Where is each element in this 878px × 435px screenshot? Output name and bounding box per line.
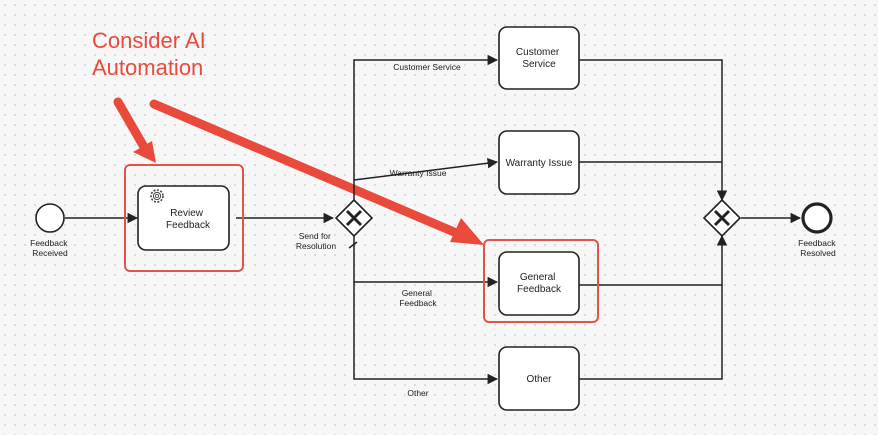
red-arrow-to-review — [113, 97, 156, 163]
flow-split-to-warranty-issue[interactable] — [353, 157, 499, 181]
annotation-line-1: Consider AI — [92, 28, 206, 53]
highlight-review-task — [124, 164, 244, 272]
task-warranty-issue[interactable]: Warranty Issue — [498, 130, 580, 195]
x-icon — [345, 209, 363, 227]
default-flow-marker — [348, 241, 358, 249]
task-customer-service[interactable]: Customer Service — [498, 26, 580, 90]
flow-customer-service-to-merge[interactable] — [579, 59, 728, 202]
task-warranty-issue-label: Warranty Issue — [506, 158, 573, 169]
flow-label-send-for-resolution: Send for Resolution — [296, 231, 336, 251]
task-general-feedback[interactable]: General Feedback — [498, 251, 580, 316]
end-event[interactable]: Feedback Resolved — [798, 202, 838, 258]
flow-labels: Send for Resolution Customer Service War… — [296, 62, 461, 398]
end-event-label: Feedback Resolved — [798, 238, 838, 258]
annotation-line-2: Automation — [92, 55, 204, 80]
x-icon — [713, 209, 731, 227]
red-arrow-to-general-feedback — [149, 99, 484, 245]
flow-split-to-other[interactable] — [353, 282, 499, 385]
task-general-feedback-label: General Feedback — [517, 272, 562, 295]
gateway-merge[interactable] — [702, 198, 742, 238]
flow-general-feedback-to-merge[interactable] — [579, 234, 728, 286]
start-event-label: Feedback Received — [30, 238, 70, 258]
start-event[interactable]: Feedback Received — [30, 203, 70, 258]
task-other[interactable]: Other — [498, 346, 580, 411]
task-review-feedback[interactable]: Review Feedback — [137, 185, 230, 251]
annotation-text: Consider AI Automation — [92, 27, 206, 81]
gear-icon — [150, 189, 164, 203]
annotation-arrows — [113, 97, 484, 245]
highlight-general-feedback-task — [483, 239, 599, 323]
flow-label-customer-service: Customer Service — [393, 62, 461, 72]
flow-split-to-customer-service[interactable] — [353, 54, 499, 200]
flow-label-other: Other — [407, 388, 428, 398]
task-customer-service-label: Customer Service — [516, 47, 562, 70]
flow-other-to-merge[interactable] — [579, 285, 723, 380]
flow-label-warranty-issue: Warranty Issue — [390, 168, 447, 178]
flow-label-general-feedback: General Feedback — [399, 288, 437, 308]
task-other-label: Other — [526, 374, 552, 385]
gateway-split[interactable] — [334, 198, 374, 238]
task-review-feedback-label: Review Feedback — [166, 208, 211, 231]
